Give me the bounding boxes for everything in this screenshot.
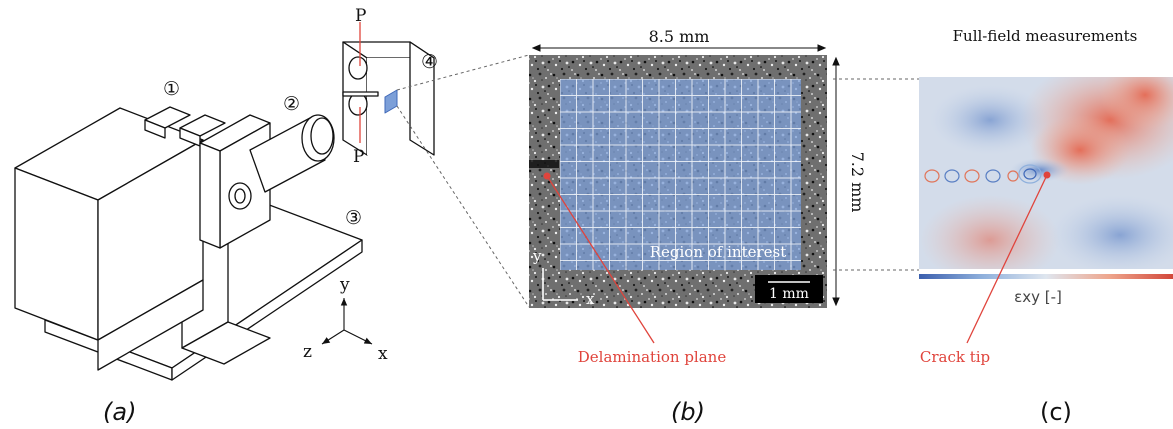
image-axis-x: x	[586, 290, 595, 308]
strain-field-map	[919, 77, 1173, 269]
image-axis-y: y	[532, 247, 542, 265]
colorbar-label: εxy [-]	[1014, 288, 1062, 306]
callout-3: ③	[345, 207, 362, 229]
strain-colorbar	[919, 274, 1173, 279]
delamination-leader	[546, 175, 655, 344]
axis-label-z: z	[303, 342, 312, 362]
pre-crack	[529, 160, 559, 168]
scale-bar-box	[755, 275, 823, 303]
zoom-connectors-a-b	[396, 54, 530, 308]
delamination-label: Delamination plane	[578, 348, 727, 366]
roi-label: Region of interest	[650, 243, 787, 261]
height-dimension	[832, 56, 840, 307]
callout-1: ①	[163, 78, 180, 100]
coordinate-axes	[321, 298, 373, 345]
image-axes	[542, 268, 578, 301]
callout-2: ②	[283, 93, 300, 115]
width-dimension-label: 8.5 mm	[649, 27, 710, 46]
roi-subset-grid	[560, 79, 801, 270]
panel-a-machine-illustration	[14, 41, 435, 381]
dcb-specimen	[342, 41, 435, 156]
crack-contours	[924, 164, 1042, 184]
callout-4: ④	[421, 51, 438, 73]
panel-label-a: (a)	[103, 398, 136, 426]
panel-label-b: (b)	[671, 398, 705, 426]
camera-lens	[249, 114, 335, 193]
width-dimension	[531, 44, 827, 52]
z-axis-arrow	[321, 329, 345, 345]
axis-label-x: x	[378, 344, 388, 364]
pin-hole-top	[348, 56, 368, 80]
panel-b-speckle-image: Region of interest 1 mm y x	[529, 55, 827, 344]
crack-tip-leader	[966, 174, 1048, 344]
x-axis-arrow	[343, 329, 373, 345]
load-label-top: P	[355, 6, 366, 26]
panel-label-c: (c)	[1040, 398, 1072, 426]
crack-tip-label: Crack tip	[920, 348, 990, 366]
axis-label-y: y	[339, 275, 350, 295]
scale-bar-label: 1 mm	[769, 286, 809, 302]
panel-c-title: Full-field measurements	[953, 27, 1138, 45]
zoom-connectors-b-c	[833, 78, 919, 271]
height-dimension-label: 7.2 mm	[848, 152, 867, 213]
load-label-bottom: P	[353, 147, 364, 167]
